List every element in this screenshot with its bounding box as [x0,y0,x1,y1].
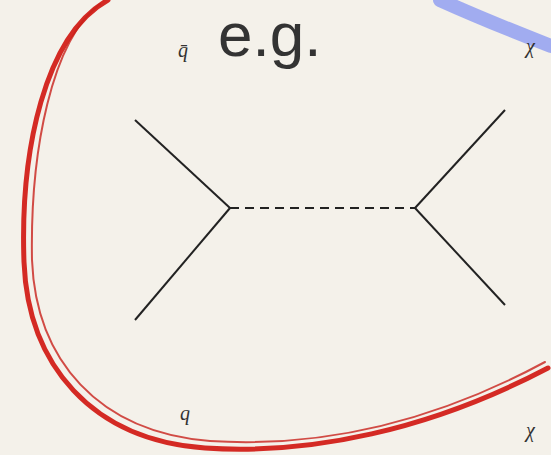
mediator-line [230,207,415,209]
particle-label: χ [526,36,535,56]
particle-label: q [180,403,190,423]
red-loop [32,4,545,442]
particle-label: χ [526,420,535,440]
dm-line [415,208,505,305]
red-loop [24,0,548,449]
example-heading: e.g. [218,4,321,66]
dm-line [415,110,505,208]
antiquark-line [135,120,230,208]
particle-label: q̄ [178,40,188,60]
quark-line [135,208,230,320]
